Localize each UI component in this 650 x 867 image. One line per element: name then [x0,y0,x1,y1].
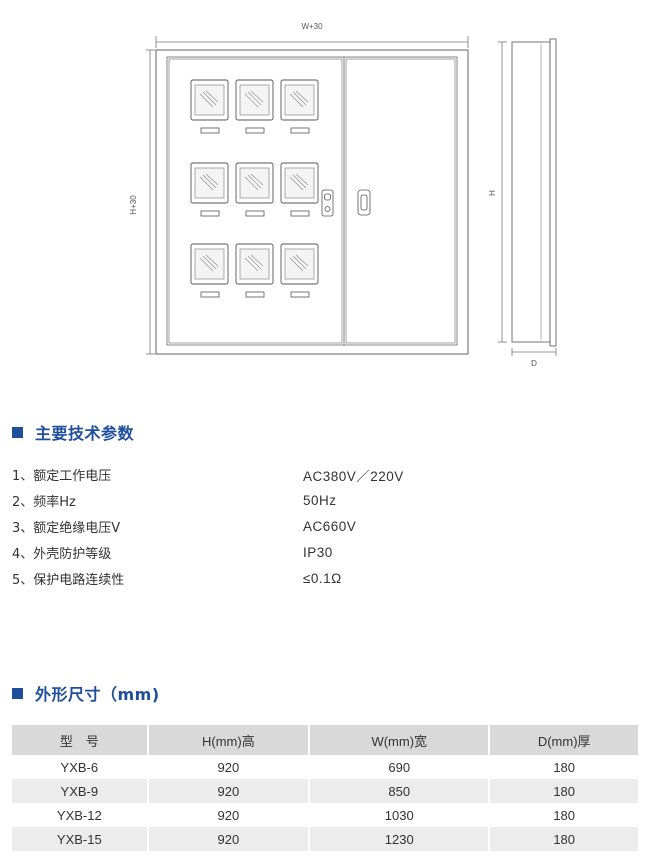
param-name: 3、额定绝缘电压V [12,520,121,536]
param-name: 1、额定工作电压 [12,469,112,485]
param-value: AC660V [303,518,357,534]
cell-depth: 180 [489,803,638,827]
width-dimension-label: W+30 [301,22,323,31]
cell-model: YXB-12 [12,803,149,827]
meter-window [280,162,319,217]
dimensions-title: 外形尺寸（mm) [35,685,160,704]
meter-window [235,162,274,217]
param-value: IP30 [303,544,333,560]
header-height: H(mm)高 [147,725,311,755]
depth-label: D [531,359,537,368]
cell-model: YXB-15 [12,827,149,851]
meter-window [280,243,319,298]
meter-window [190,162,229,217]
meter-windows [190,79,319,298]
param-name: 5、保护电路连续性 [12,572,125,588]
cell-height: 920 [147,755,311,779]
door-handle-icon [357,189,371,216]
side-view [511,38,557,347]
meter-window [235,243,274,298]
param-row: 4、外壳防护等级 IP30 [12,539,612,565]
cell-height: 920 [147,827,311,851]
section-square-icon [12,687,23,699]
param-row: 3、额定绝缘电压V AC660V [12,514,612,540]
table-row: YXB-6 920 690 180 [12,755,638,779]
height-dimension-label: H+30 [129,195,138,215]
cabinet-drawing: W+30 H+30 H D [129,22,557,368]
meter-window [280,79,319,134]
table-header-row: 型 号 H(mm)高 W(mm)宽 D(mm)厚 [12,725,638,755]
lock-icon [321,189,334,217]
cell-depth: 180 [489,779,638,803]
cell-width: 690 [309,755,491,779]
header-depth: D(mm)厚 [489,725,638,755]
meter-window [190,243,229,298]
table-row: YXB-12 920 1030 180 [12,803,638,827]
width-dimension [155,36,469,48]
tech-params-heading: 主要技术参数 [12,420,134,444]
depth-dimension [511,348,557,356]
param-value: AC380V／220V [303,468,404,484]
header-width: W(mm)宽 [309,725,491,755]
param-row: 2、频率Hz 50Hz [12,488,612,514]
param-row: 1、额定工作电压 AC380V／220V [12,462,612,488]
cell-height: 920 [147,803,311,827]
cell-height: 920 [147,779,311,803]
meter-window [235,79,274,134]
cell-width: 1030 [309,803,491,827]
dimensions-heading: 外形尺寸（mm) [12,681,160,705]
side-height-label: H [488,190,497,196]
param-name: 4、外壳防护等级 [12,546,112,562]
table-row: YXB-9 920 850 180 [12,779,638,803]
side-height-dimension [498,41,507,343]
header-model: 型 号 [12,725,149,755]
param-value: ≤0.1Ω [303,570,342,586]
cell-depth: 180 [489,827,638,851]
cell-width: 1230 [309,827,491,851]
front-view [155,49,469,355]
tech-params-list: 1、额定工作电压 AC380V／220V 2、频率Hz 50Hz 3、额定绝缘电… [12,462,612,591]
param-row: 5、保护电路连续性 ≤0.1Ω [12,565,612,591]
height-dimension [146,49,155,355]
meter-window [190,79,229,134]
param-name: 2、频率Hz [12,495,76,511]
section-square-icon [12,426,23,438]
table-row: YXB-15 920 1230 180 [12,827,638,851]
param-value: 50Hz [303,493,337,509]
cell-width: 850 [309,779,491,803]
tech-params-title: 主要技术参数 [35,424,135,443]
cell-depth: 180 [489,755,638,779]
dimensions-table: 型 号 H(mm)高 W(mm)宽 D(mm)厚 YXB-6 920 690 1… [12,725,638,851]
cell-model: YXB-9 [12,779,149,803]
cell-model: YXB-6 [12,755,149,779]
